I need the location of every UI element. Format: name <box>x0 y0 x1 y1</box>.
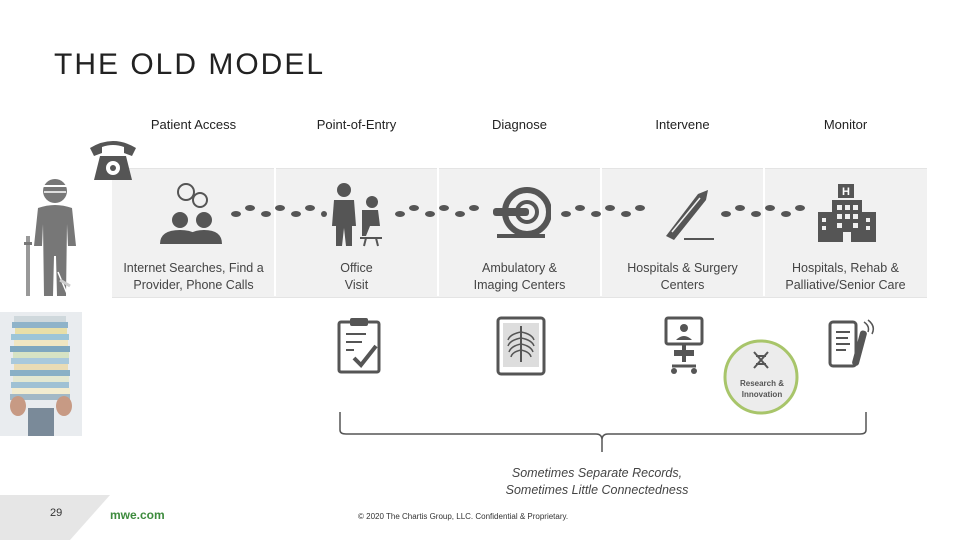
svg-text:H: H <box>842 186 850 198</box>
band-divider <box>763 168 765 296</box>
label-intervene: Hospitals & Surgery Centers <box>601 260 764 294</box>
heading-monitor: Monitor <box>823 117 868 132</box>
label-point-of-entry: Office Visit <box>275 260 438 294</box>
footprints-icon <box>395 205 479 217</box>
paper-stack-icon <box>0 312 82 436</box>
page-number: 29 <box>50 507 63 519</box>
label-line: Innovation <box>741 390 783 399</box>
scalpel-icon <box>666 190 714 240</box>
label-line: Internet Searches, Find a <box>123 261 264 275</box>
copyright-text: © 2020 The Chartis Group, LLC. Confident… <box>358 512 569 521</box>
research-innovation-badge <box>723 339 799 415</box>
label-patient-access: Internet Searches, Find a Provider, Phon… <box>112 260 275 294</box>
heading-intervene: Intervene <box>655 117 710 132</box>
label-line: Centers <box>660 278 705 292</box>
patient-figure-icon <box>24 179 76 297</box>
label-line: Ambulatory & <box>481 261 558 275</box>
footprints-icon <box>231 205 327 217</box>
caption-line: Sometimes Separate Records, <box>511 466 683 480</box>
label-line: Imaging Centers <box>473 278 566 292</box>
clipboard-icon <box>337 318 381 374</box>
band-divider <box>274 168 276 296</box>
xray-tablet-icon <box>496 316 546 376</box>
label-monitor: Hospitals, Rehab & Palliative/Senior Car… <box>764 260 927 294</box>
label-line: Visit <box>344 278 369 292</box>
footprints-icon <box>561 205 645 217</box>
telemedicine-cart-icon <box>664 316 704 374</box>
band-divider <box>600 168 602 296</box>
grouping-brace <box>339 412 867 452</box>
label-diagnose: Ambulatory & Imaging Centers <box>438 260 601 294</box>
footprints-icon <box>721 205 805 217</box>
heading-point-of-entry: Point-of-Entry <box>316 117 397 132</box>
caption-line: Sometimes Little Connectedness <box>505 483 689 497</box>
band-divider <box>437 168 439 296</box>
heading-patient-access: Patient Access <box>150 117 237 132</box>
label-line: Palliative/Senior Care <box>785 278 906 292</box>
hospital-building-icon: H <box>818 184 876 242</box>
label-line: Office <box>340 261 373 275</box>
site-link[interactable]: mwe.com <box>110 508 165 522</box>
caption: Sometimes Separate Records, Sometimes Li… <box>470 465 724 499</box>
slide-title: THE OLD MODEL <box>54 48 326 81</box>
label-line: Research & <box>739 379 785 388</box>
mri-scanner-icon <box>493 187 551 238</box>
people-conversation-icon <box>160 183 222 244</box>
telephone-icon <box>90 141 136 180</box>
label-line: Hospitals, Rehab & <box>791 261 899 275</box>
label-line: Provider, Phone Calls <box>133 278 254 292</box>
mobile-thermometer-icon <box>828 319 875 368</box>
label-line: Hospitals & Surgery <box>627 261 738 275</box>
research-innovation-label: Research & Innovation <box>728 378 796 400</box>
doctor-patient-icon <box>332 183 382 247</box>
heading-diagnose: Diagnose <box>492 117 547 132</box>
footer-tab-shape <box>0 495 110 540</box>
